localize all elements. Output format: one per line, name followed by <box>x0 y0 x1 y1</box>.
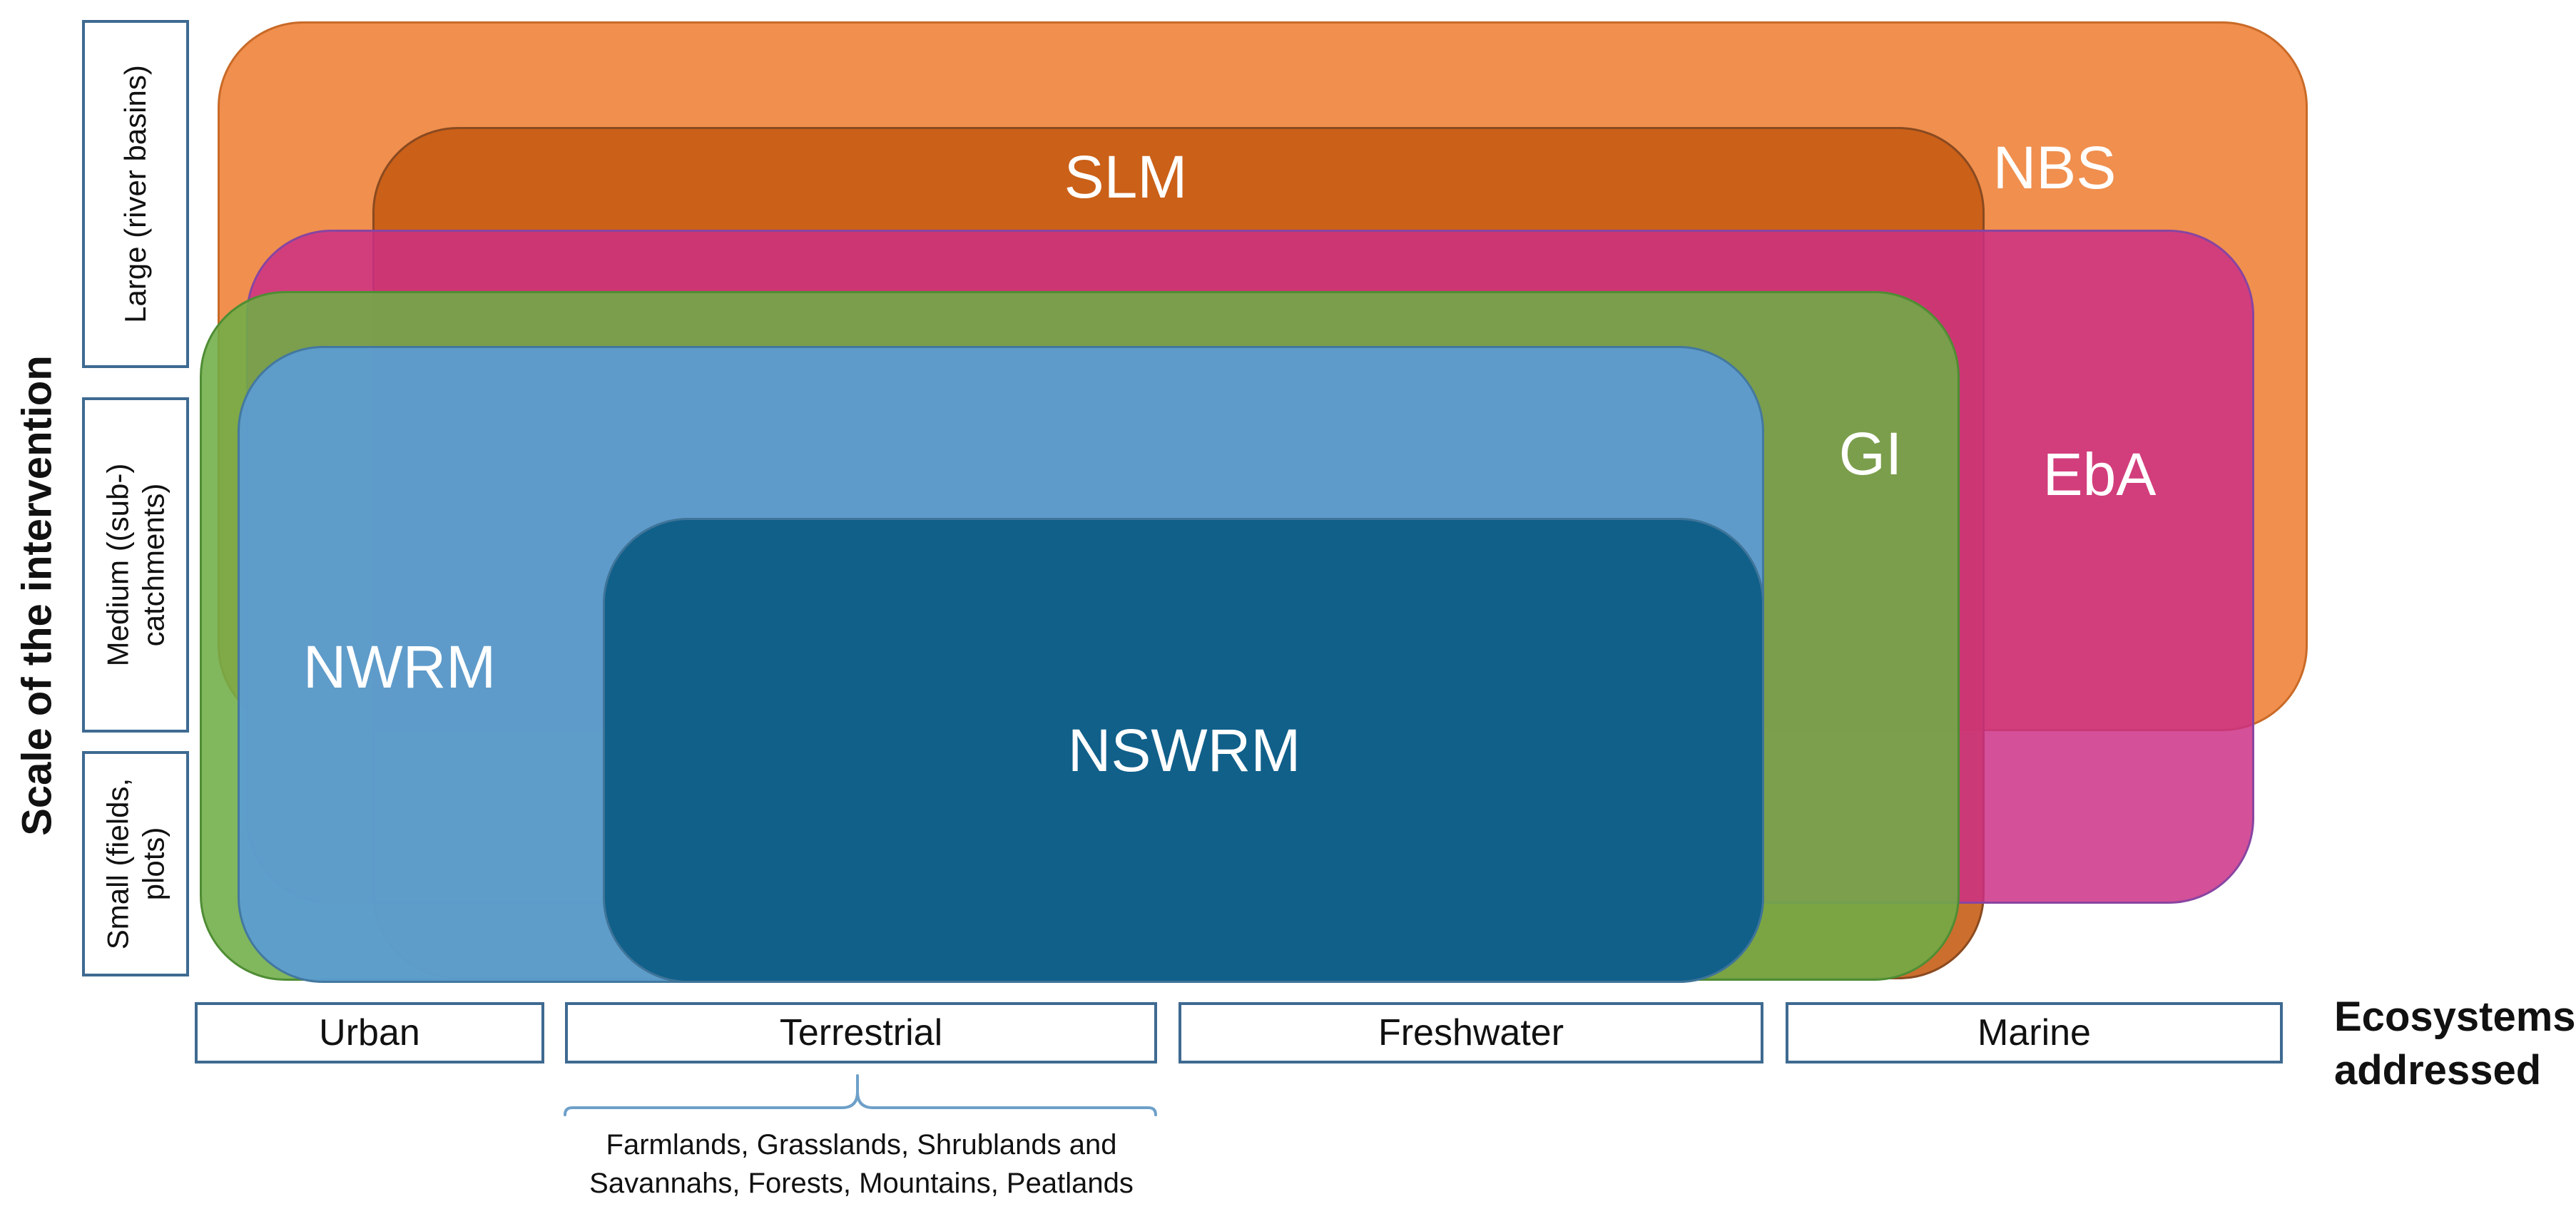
nbs-label: NBS <box>1992 134 2117 201</box>
scale-small-line1: Small (fields, <box>101 777 135 950</box>
slm-label: SLM <box>1064 143 1188 210</box>
terrestrial-note-line2: Savannahs, Forests, Mountains, Peatlands <box>589 1168 1134 1199</box>
terrestrial-brace <box>564 1074 1157 1116</box>
scale-small-label: Small (fields, plots) <box>100 778 170 949</box>
scale-medium-line1: Medium ((sub-) <box>101 463 135 667</box>
scale-medium-box: Medium ((sub-) catchments) <box>82 397 189 733</box>
terrestrial-subcategories-note: Farmlands, Grasslands, Shrublands and Sa… <box>560 1126 1163 1203</box>
scale-axis-title-text: Scale of the intervention <box>14 355 61 836</box>
ecosystem-marine-label: Marine <box>1977 1012 2091 1054</box>
scale-large-label: Large (river basins) <box>118 65 153 323</box>
scale-large-box: Large (river basins) <box>82 20 189 368</box>
ecosystem-axis-title-line2: addressed <box>2334 1047 2542 1094</box>
ecosystem-terrestrial-box: Terrestrial <box>565 1002 1157 1063</box>
scale-medium-line2: catchments) <box>136 483 170 647</box>
ecosystem-urban-box: Urban <box>195 1002 544 1063</box>
scale-medium-label: Medium ((sub-) catchments) <box>100 464 170 667</box>
scale-small-line2: plots) <box>136 827 170 901</box>
scale-axis-title: Scale of the intervention <box>10 355 63 836</box>
nswrm-label: NSWRM <box>1067 717 1301 784</box>
ecosystem-marine-box: Marine <box>1786 1002 2283 1063</box>
eba-label: EbA <box>2042 441 2157 508</box>
scale-small-box: Small (fields, plots) <box>82 751 189 976</box>
ecosystem-freshwater-box: Freshwater <box>1178 1002 1763 1063</box>
scale-large-text: Large (river basins) <box>118 65 153 323</box>
ecosystem-urban-label: Urban <box>319 1012 420 1054</box>
ecosystem-axis-title-line1: Ecosystems <box>2334 994 2576 1040</box>
nwrm-label: NWRM <box>302 633 497 700</box>
nswrm-box <box>603 518 1764 983</box>
gi-label: GI <box>1838 420 1903 487</box>
ecosystem-axis-title: Ecosystems addressed <box>2334 990 2576 1098</box>
terrestrial-note-line1: Farmlands, Grasslands, Shrublands and <box>606 1129 1117 1161</box>
ecosystem-freshwater-label: Freshwater <box>1378 1012 1564 1054</box>
ecosystem-terrestrial-label: Terrestrial <box>779 1012 943 1054</box>
